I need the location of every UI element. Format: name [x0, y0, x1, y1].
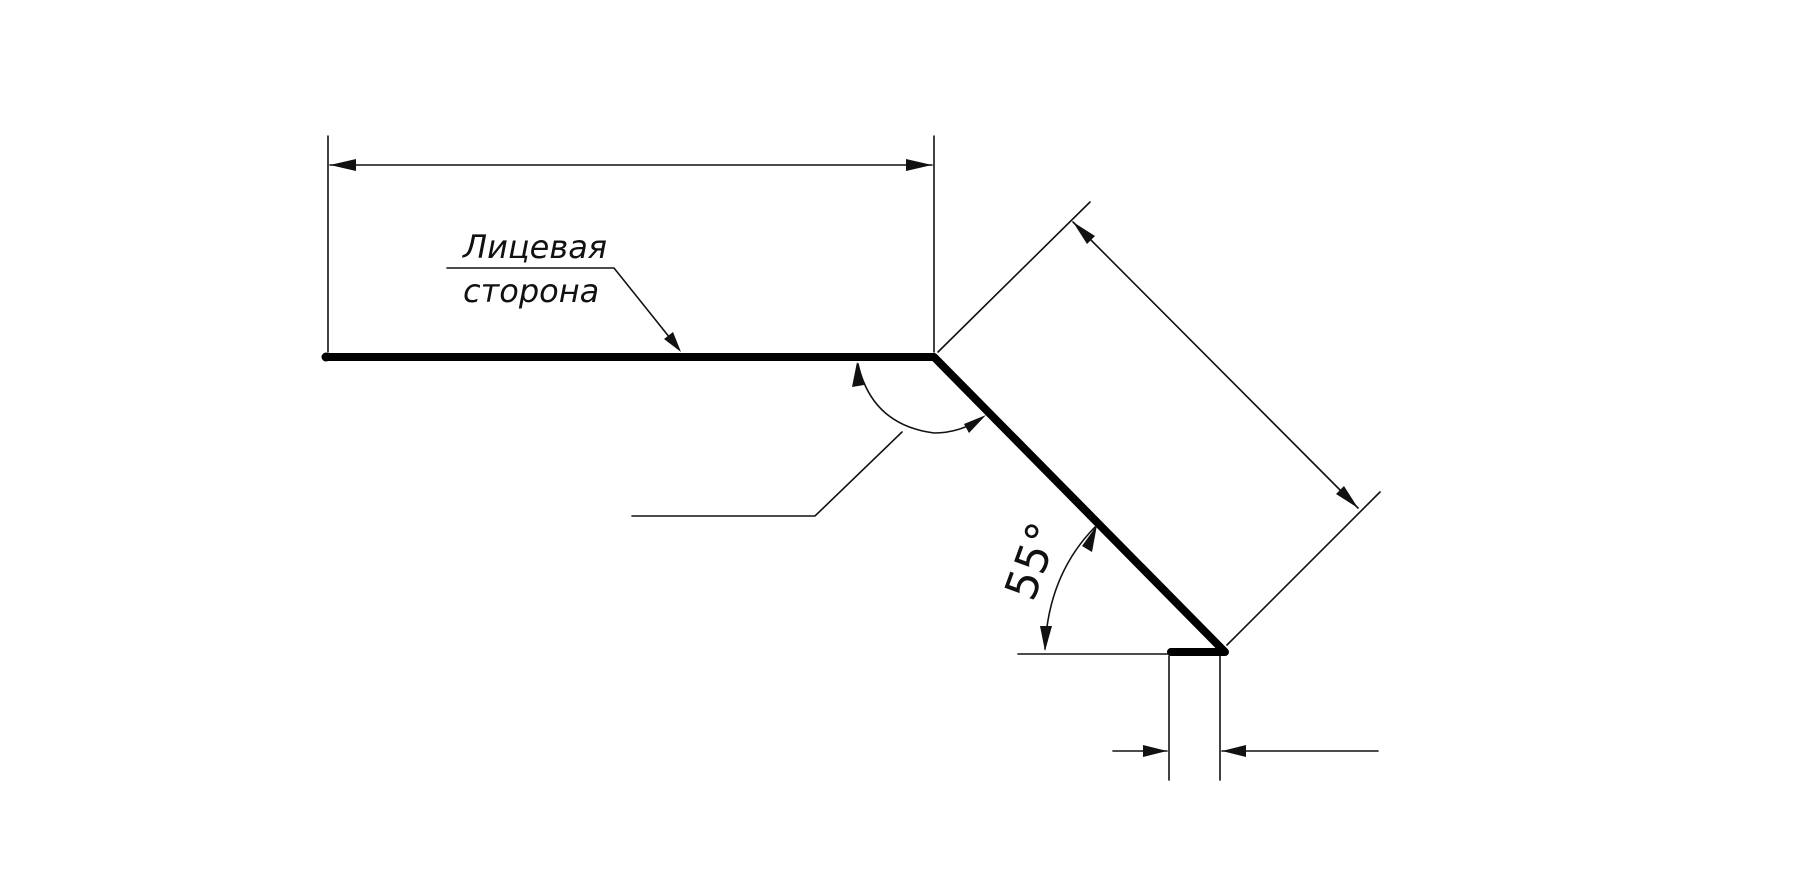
top-corner-arrow-right: [964, 415, 986, 433]
top-arrow-left: [330, 159, 356, 171]
diagonal-dimension: [937, 201, 1381, 646]
top-dimension: [327, 135, 935, 353]
bottom-arrow-right: [1222, 745, 1246, 757]
diagonal-extension-upper: [937, 201, 1091, 353]
bottom-angle-label: 55°: [995, 516, 1070, 607]
bottom-angle-arrow-down: [1040, 626, 1052, 651]
face-side-leader-arrow: [664, 332, 681, 352]
profile: [321, 352, 1229, 656]
bottom-dimension: [1112, 655, 1379, 781]
diagonal-arrow-upper: [1073, 222, 1095, 244]
face-side-label-line1: Лицевая: [462, 228, 607, 266]
top-arrow-right: [906, 159, 932, 171]
diagonal-arrow-lower: [1336, 486, 1358, 508]
diagonal-extension-lower: [1226, 491, 1381, 646]
top-corner-angle-arc: [857, 363, 983, 434]
top-corner-arrow-up: [852, 362, 864, 387]
bottom-arrow-left: [1143, 745, 1167, 757]
face-side-leader: [446, 267, 679, 349]
bottom-angle: 55°: [995, 516, 1171, 655]
top-corner-leader: [631, 431, 903, 517]
diagonal-dimension-line: [1072, 221, 1359, 509]
face-side-label-line2: сторона: [463, 272, 599, 310]
profile-end-dot: [321, 352, 331, 362]
face-side-callout: Лицевая сторона: [446, 228, 681, 352]
bottom-angle-arrow-up: [1082, 525, 1097, 552]
profile-outline: [322, 353, 1229, 656]
top-corner-angle: [631, 362, 986, 517]
